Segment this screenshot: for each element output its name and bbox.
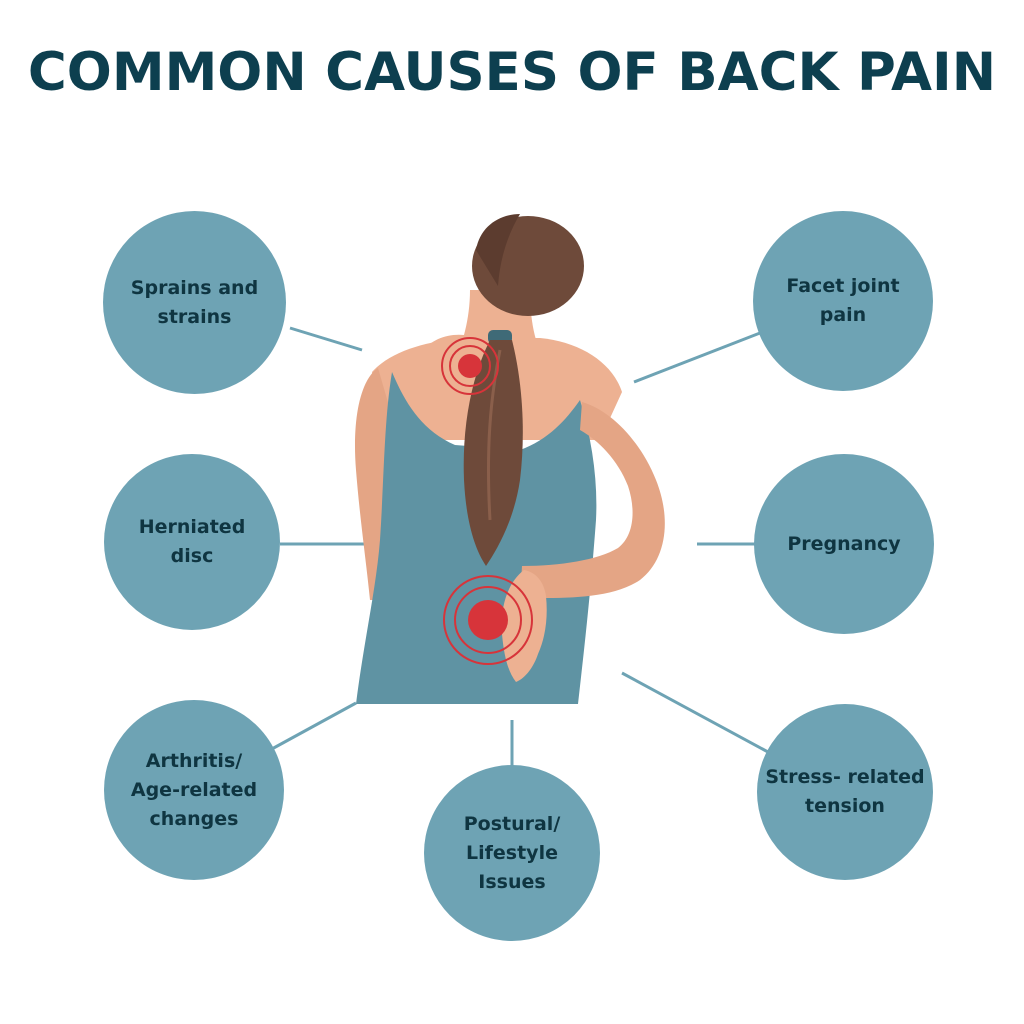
pain-marker-neck xyxy=(441,337,499,395)
cause-label: Sprains and strains xyxy=(130,276,259,328)
cause-herniated-disc: Herniated disc xyxy=(104,454,280,630)
pain-dot xyxy=(468,600,508,640)
pain-marker-lower-back xyxy=(443,575,533,665)
cause-postural-lifestyle-issues: Postural/ Lifestyle Issues xyxy=(424,765,600,941)
pain-ring-middle xyxy=(454,586,522,654)
right-arm xyxy=(520,402,665,599)
connector-stress xyxy=(621,671,769,754)
connector-arthritis xyxy=(269,701,357,752)
pain-ring-outer xyxy=(443,575,533,665)
hair-bun-shadow xyxy=(476,214,520,286)
cause-label: Stress- related tension xyxy=(765,766,925,817)
cause-label: Postural/ Lifestyle Issues xyxy=(463,812,561,893)
pain-ring-outer xyxy=(441,337,499,395)
woman-figure xyxy=(354,214,665,704)
cause-facet-joint-pain: Facet joint pain xyxy=(753,211,933,391)
cause-arthritis-age-related-changes: Arthritis/ Age-related changes xyxy=(104,700,284,880)
connector-facet xyxy=(633,331,761,384)
cause-sprains-and-strains: Sprains and strains xyxy=(103,211,286,394)
ponytail xyxy=(463,340,523,566)
pain-ring-inner xyxy=(449,345,491,387)
page-title: COMMON CAUSES OF BACK PAIN xyxy=(27,42,997,103)
connector-lines xyxy=(269,326,769,770)
cause-label: Facet joint pain xyxy=(786,275,900,326)
connector-sprains xyxy=(289,326,363,352)
pain-dot xyxy=(458,354,482,378)
cause-label: Herniated disc xyxy=(138,516,246,567)
ponytail-highlight xyxy=(486,349,502,521)
cause-label: Arthritis/ Age-related changes xyxy=(130,749,258,830)
cause-stress-related-tension: Stress- related tension xyxy=(757,704,933,880)
cause-pregnancy: Pregnancy xyxy=(754,454,934,634)
cause-label: Pregnancy xyxy=(787,532,901,555)
